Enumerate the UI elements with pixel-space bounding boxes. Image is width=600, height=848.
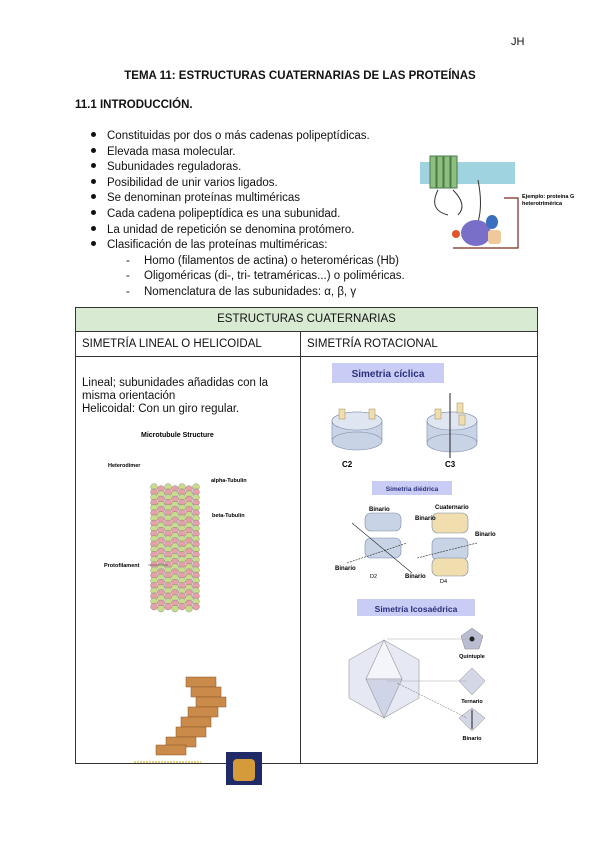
tubulin-bead bbox=[157, 605, 165, 613]
svg-text:alpha-Tubulin: alpha-Tubulin bbox=[211, 478, 247, 484]
bullet-icon bbox=[91, 194, 96, 200]
microtubule-figure: Microtubule Structure Heterodimer alpha-… bbox=[104, 432, 247, 613]
svg-text:Ternario: Ternario bbox=[461, 699, 483, 705]
tubulin-bead bbox=[178, 603, 186, 611]
column-header-rotational: SIMETRÍA ROTACIONAL bbox=[300, 331, 538, 357]
svg-text:Quíntuple: Quíntuple bbox=[459, 654, 485, 660]
svg-text:Simetria cíclica: Simetria cíclica bbox=[352, 369, 425, 380]
bullet-icon bbox=[91, 241, 96, 247]
sub-list-item: -Homo (filamentos de actina) o heteromér… bbox=[126, 254, 400, 267]
list-item: La unidad de repetición se denomina prot… bbox=[88, 223, 405, 239]
page-title: TEMA 11: ESTRUCTURAS CUATERNARIAS DE LAS… bbox=[124, 70, 476, 82]
quaternary-structures-table: ESTRUCTURAS CUATERNARIAS SIMETRÍA LINEAL… bbox=[75, 307, 538, 785]
svg-text:Binario: Binario bbox=[369, 507, 390, 513]
list-item: Subunidades reguladoras. bbox=[88, 160, 405, 176]
bullet-list: Constituidas por dos o más cadenas polip… bbox=[88, 129, 405, 301]
tubulin-bead bbox=[185, 605, 193, 613]
svg-text:D2: D2 bbox=[370, 574, 377, 580]
alpha-subunit bbox=[461, 220, 491, 246]
svg-text:Simetria diédrica: Simetria diédrica bbox=[386, 486, 439, 493]
svg-text:Binario: Binario bbox=[335, 566, 356, 572]
helical-structure-figure bbox=[134, 676, 262, 785]
list-item: Cada cadena polipeptídica es una subunid… bbox=[88, 207, 405, 223]
list-item: Se denominan proteínas multiméricas bbox=[88, 191, 405, 207]
svg-text:C2: C2 bbox=[342, 460, 353, 469]
bullet-icon bbox=[91, 209, 96, 215]
list-item: Clasificación de las proteínas multiméri… bbox=[88, 238, 405, 254]
svg-text:beta-Tubulin: beta-Tubulin bbox=[212, 513, 245, 519]
author-initials: JH bbox=[511, 36, 525, 48]
svg-text:Cuaternario: Cuaternario bbox=[435, 505, 469, 511]
section-heading: 11.1 INTRODUCCIÓN. bbox=[75, 99, 193, 111]
tubulin-bead bbox=[150, 603, 158, 611]
tubulin-bead bbox=[192, 603, 200, 611]
bullet-icon bbox=[91, 225, 96, 231]
bullet-icon bbox=[91, 132, 96, 137]
list-item: Posibilidad de unir varios ligados. bbox=[88, 176, 405, 192]
svg-text:Heterodimer: Heterodimer bbox=[108, 463, 141, 469]
rotational-symmetry-figure: Simetria cíclica C2 C3 Simetria diédrica bbox=[331, 363, 496, 742]
sub-list-container: -Homo (filamentos de actina) o heteromér… bbox=[88, 254, 405, 301]
list-item: Elevada masa molecular. bbox=[88, 145, 405, 161]
bullet-icon bbox=[91, 163, 96, 169]
bullet-icon bbox=[91, 178, 96, 184]
table-header: ESTRUCTURAS CUATERNARIAS bbox=[75, 307, 538, 332]
svg-text:C3: C3 bbox=[445, 460, 456, 469]
svg-text:Binario: Binario bbox=[475, 532, 496, 538]
tubulin-bead bbox=[164, 603, 172, 611]
bullet-icon bbox=[91, 147, 96, 153]
tubulin-bead bbox=[171, 605, 179, 613]
sub-list-item: -Oligoméricas (di-, tri- tetraméricas...… bbox=[126, 270, 405, 283]
linear-cell: Lineal; subunidades añadidas con la mism… bbox=[75, 356, 301, 785]
svg-text:Protofilament: Protofilament bbox=[104, 563, 140, 569]
svg-text:D4: D4 bbox=[440, 579, 447, 585]
list-item: Constituidas por dos o más cadenas polip… bbox=[88, 129, 405, 145]
sub-list-item: -Nomenclatura de las subunidades: α, β, … bbox=[126, 285, 357, 298]
svg-text:Microtubule Structure: Microtubule Structure bbox=[141, 432, 214, 439]
sub-list: -Homo (filamentos de actina) o heteromér… bbox=[88, 254, 405, 301]
svg-text:Binario: Binario bbox=[463, 736, 483, 742]
svg-text:Simetría Icosaédrica: Simetría Icosaédrica bbox=[375, 604, 458, 614]
rotational-cell: Simetria cíclica C2 C3 Simetria diédrica bbox=[300, 356, 538, 764]
column-header-linear: SIMETRÍA LINEAL O HELICOIDAL bbox=[75, 331, 301, 357]
svg-text:Binario: Binario bbox=[405, 574, 426, 580]
linear-description: Lineal; subunidades añadidas con la mism… bbox=[82, 377, 269, 415]
svg-text:Binario: Binario bbox=[415, 516, 436, 522]
